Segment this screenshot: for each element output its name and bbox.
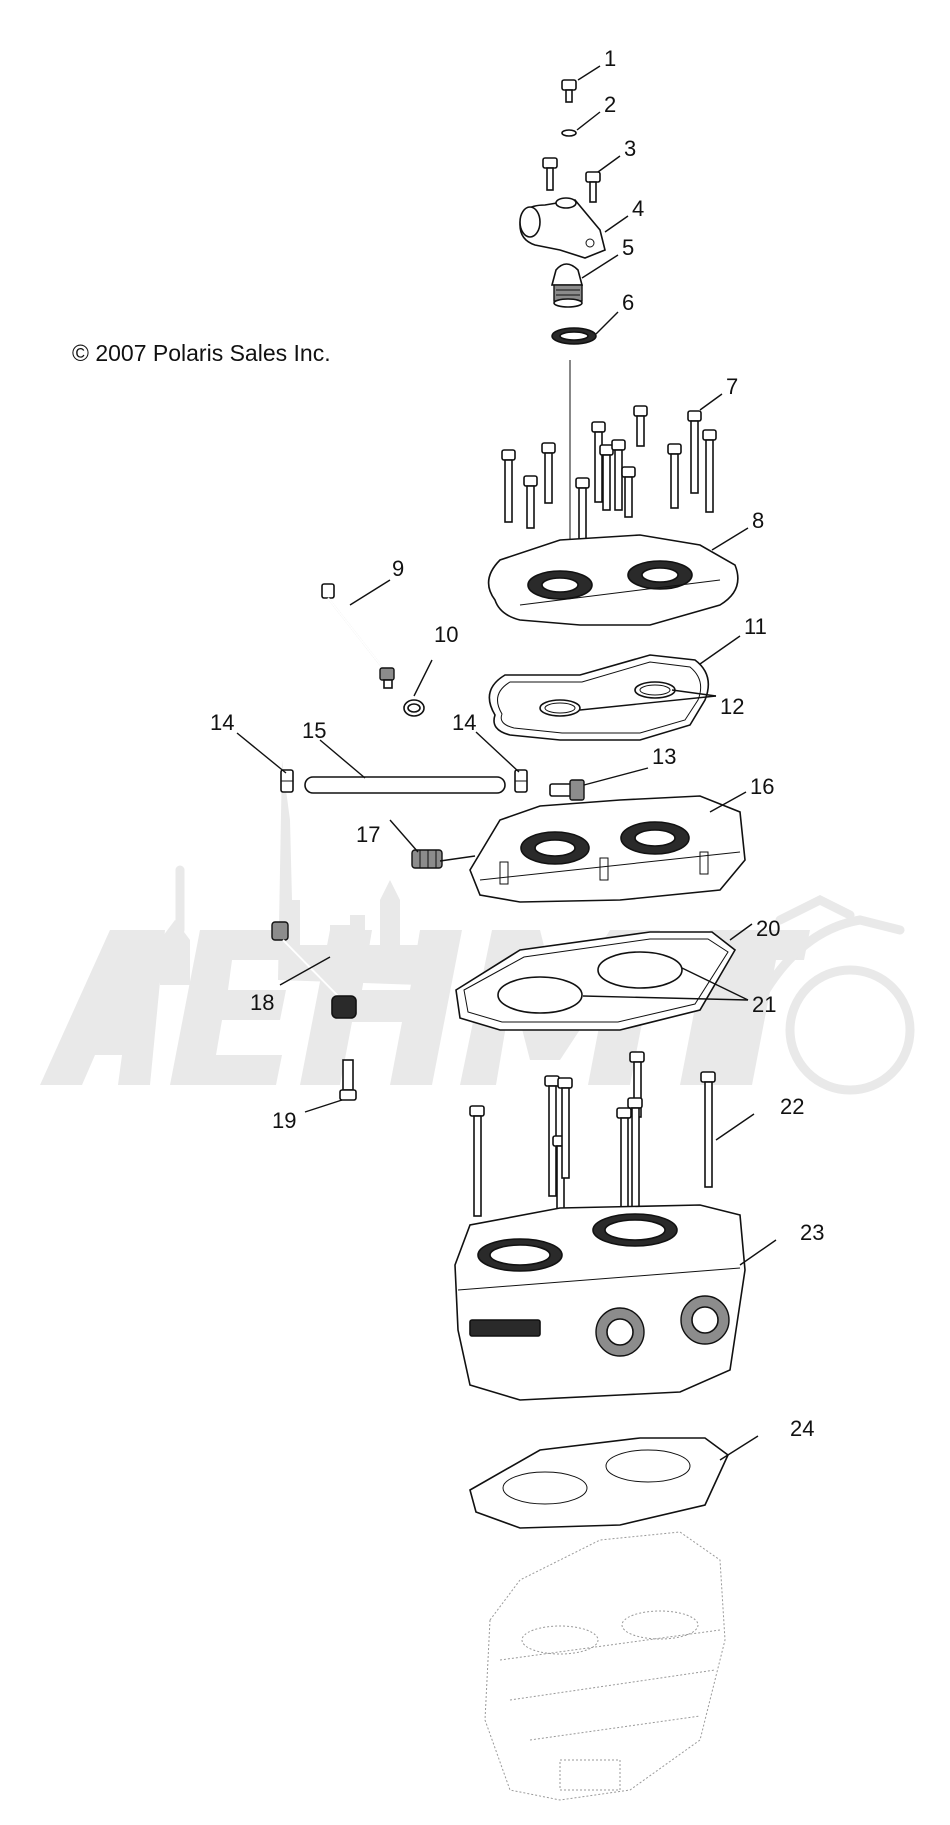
leader-lines	[236, 65, 777, 1461]
part-7-head-bolts	[501, 405, 717, 541]
callout-5: 5	[622, 235, 634, 260]
part-16-cylinder-head	[469, 795, 746, 903]
part-23-cylinder-block	[454, 1204, 746, 1401]
part-5-thermostat	[550, 263, 584, 308]
part-17-plug	[411, 849, 443, 869]
part-22-cylinder-bolts	[469, 1051, 716, 1242]
part-24-base-gasket	[469, 1437, 729, 1529]
part-15-hose	[304, 776, 506, 794]
callout-20: 20	[756, 916, 780, 941]
part-14-clip-right	[514, 769, 528, 793]
part-1-bolt	[561, 79, 577, 103]
copyright-notice: © 2007 Polaris Sales Inc.	[72, 340, 331, 366]
callout-1: 1	[604, 46, 616, 71]
part-20-gasket-inner	[463, 938, 729, 1023]
part-14-clip-left	[280, 769, 294, 793]
callout-16: 16	[750, 774, 774, 799]
callout-14-left: 14	[210, 710, 234, 735]
callout-2: 2	[604, 92, 616, 117]
callout-7: 7	[726, 374, 738, 399]
callout-labels: 1 2 3 4 5 6 7 8 9 10 11 12 13 14 14 15 1…	[210, 46, 824, 1441]
callout-18: 18	[250, 990, 274, 1015]
callout-21: 21	[752, 992, 776, 1017]
callout-15: 15	[302, 718, 326, 743]
callout-19: 19	[272, 1108, 296, 1133]
part-4-thermostat-housing	[519, 197, 606, 259]
callout-23: 23	[800, 1220, 824, 1245]
callout-9: 9	[392, 556, 404, 581]
callout-10: 10	[434, 622, 458, 647]
callout-6: 6	[622, 290, 634, 315]
part-6-seal	[551, 327, 597, 345]
callout-22: 22	[780, 1094, 804, 1119]
part-21-seals	[497, 951, 683, 1014]
part-9-sensor	[321, 583, 395, 689]
crankcase-outline	[484, 1531, 726, 1801]
part-24-base-gasket-holes	[502, 1449, 691, 1505]
callout-24: 24	[790, 1416, 814, 1441]
callout-4: 4	[632, 196, 644, 221]
callout-8: 8	[752, 508, 764, 533]
callout-3: 3	[624, 136, 636, 161]
callout-11: 11	[744, 614, 767, 639]
part-11-gasket-inner	[497, 661, 702, 734]
part-8-head-cover	[487, 534, 739, 626]
part-11-gasket	[488, 654, 710, 741]
part-19-bolt	[339, 1059, 357, 1101]
part-3-bolts	[542, 157, 601, 203]
callout-14-right: 14	[452, 710, 476, 735]
callout-13: 13	[652, 744, 676, 769]
callout-12: 12	[720, 694, 744, 719]
part-18-sensor	[271, 921, 357, 1019]
part-2-washer	[561, 129, 577, 137]
part-13-fitting	[549, 779, 585, 801]
part-10-o-ring	[403, 699, 425, 717]
callout-17: 17	[356, 822, 380, 847]
part-12-seals	[539, 681, 676, 717]
